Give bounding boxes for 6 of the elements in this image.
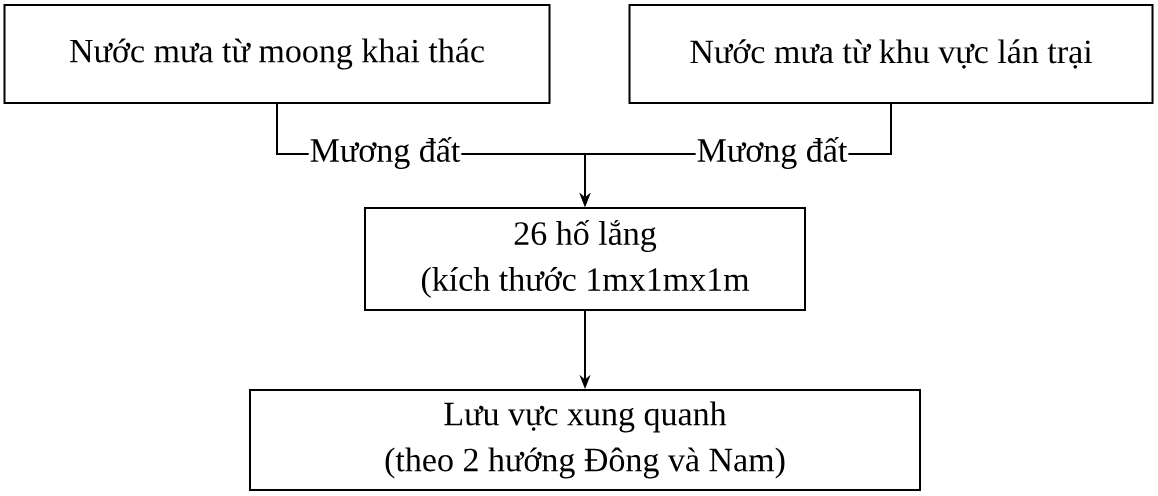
process-box: Lưu vực xung quanh (theo 2 hướng Đông và Nam) (249, 389, 921, 491)
process-box: 26 hố lắng (kích thước 1mx1mx1m (364, 207, 806, 311)
edge-label: Mương đất (308, 136, 462, 170)
process-box: Nước mưa từ khu vực lán trại (628, 4, 1154, 104)
edge-label: Mương đất (695, 136, 849, 170)
process-box: Nước mưa từ moong khai thác (3, 4, 551, 104)
